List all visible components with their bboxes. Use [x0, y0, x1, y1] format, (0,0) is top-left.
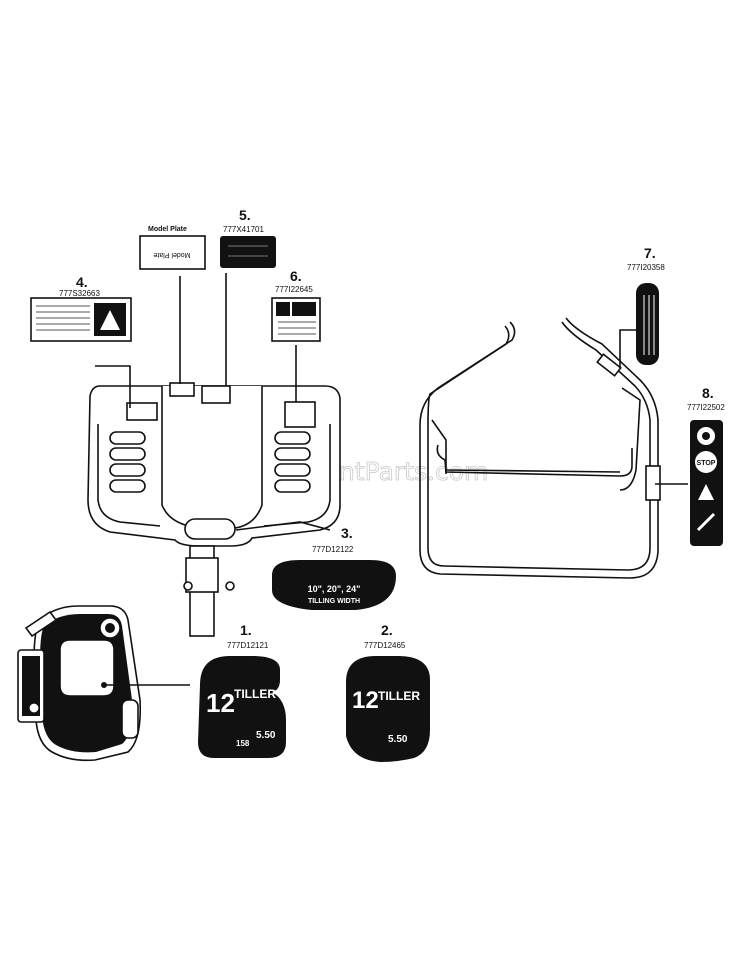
handle-assembly [419, 317, 661, 579]
callout-2-part: 777D12465 [364, 641, 406, 650]
decal-3: 10", 20", 24" TILLING WIDTH [272, 560, 396, 610]
callout-8-number: 8. [702, 385, 714, 401]
callout-5: 5. 777X41701 [223, 207, 264, 234]
model-plate-decal-text: Model Plate [153, 251, 190, 258]
callout-1: 1. 777D12121 [227, 622, 269, 650]
callout-4-number: 4. [76, 274, 88, 290]
tiller-2-big-num: 12 [352, 687, 379, 714]
callout-2: 2. 777D12465 [364, 622, 406, 650]
tiller-2-word: TILLER [378, 689, 420, 703]
tiller-hood [87, 382, 341, 637]
model-plate-title: Model Plate [148, 226, 187, 233]
callout-3-part: 777D12122 [312, 545, 354, 554]
callout-4: 4. 777S32663 [59, 274, 100, 298]
callout-4-part: 777S32663 [59, 289, 100, 298]
tiller-1-value: 5.50 [256, 730, 276, 741]
callout-5-part: 777X41701 [223, 225, 264, 234]
callout-2-number: 2. [381, 622, 393, 638]
decal-2: 12 TILLER 5.50 [346, 656, 430, 762]
engine [17, 605, 142, 762]
callout-6-number: 6. [290, 268, 302, 284]
callout-3: 3. 777D12122 [312, 525, 354, 554]
tiller-2-value: 5.50 [388, 734, 408, 745]
stop-text: STOP [697, 460, 716, 467]
callout-8: 8. 777I22502 [687, 385, 725, 412]
width-line1: 10", 20", 24" [308, 584, 361, 594]
callout-7-part: 777I20358 [627, 263, 665, 272]
callout-7: 7. 777I20358 [627, 245, 665, 272]
callout-8-part: 777I22502 [687, 403, 725, 412]
callout-6-part: 777I22645 [275, 285, 313, 294]
callout-6: 6. 777I22645 [275, 268, 313, 294]
decal-7 [636, 283, 659, 365]
decal-4 [30, 297, 132, 342]
tiller-1-word: TILLER [234, 687, 276, 701]
decal-5 [220, 236, 276, 268]
decal-8: STOP [690, 420, 723, 546]
leader-lines [95, 273, 688, 686]
callout-1-part: 777D12121 [227, 641, 269, 650]
tiller-1-small: 158 [236, 739, 250, 748]
width-line2: TILLING WIDTH [308, 598, 360, 605]
tiller-1-big-num: 12 [206, 688, 235, 718]
callout-1-number: 1. [240, 622, 252, 638]
model-plate-group: Model Plate Model Plate [139, 226, 206, 270]
callout-3-number: 3. [341, 525, 353, 541]
callout-5-number: 5. [239, 207, 251, 223]
decal-6 [271, 297, 321, 342]
decal-1: 12 TILLER 5.50 158 [198, 656, 286, 758]
callout-7-number: 7. [644, 245, 656, 261]
